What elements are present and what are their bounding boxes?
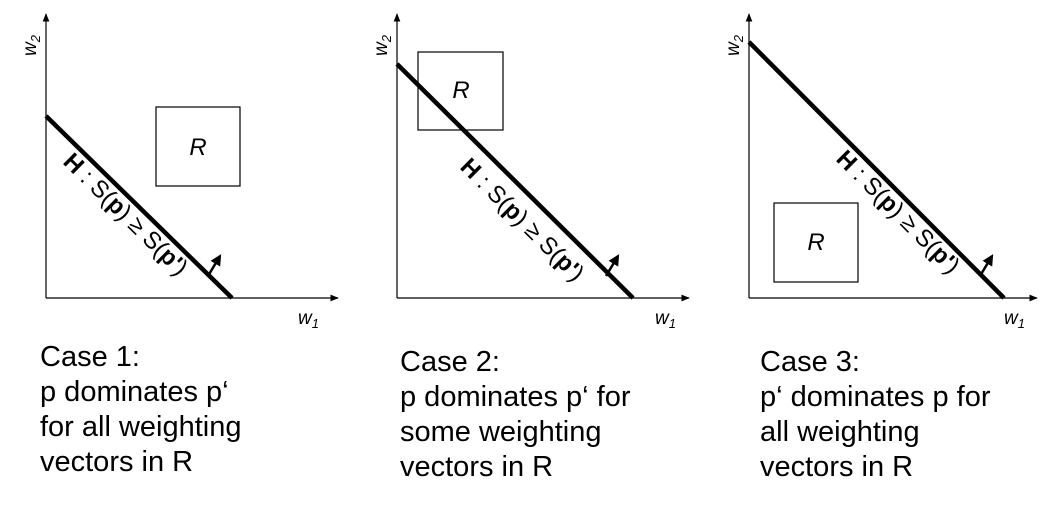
normal-direction-arrow	[206, 254, 222, 277]
region-r-label: R	[189, 134, 206, 161]
y-axis-label-sub: 2	[379, 34, 394, 43]
y-axis-label-base: w	[723, 41, 744, 56]
region-r-label: R	[452, 77, 469, 104]
hyperplane-line	[395, 62, 635, 300]
x-axis-label: w1	[298, 308, 319, 331]
caption-case-2: Case 2: p dominates p‘ for some weightin…	[400, 345, 730, 485]
caption-line: p dominates p‘ for	[400, 381, 631, 413]
x-axis-label: w1	[655, 308, 676, 331]
x-axis-label-base: w	[1004, 308, 1019, 329]
y-axis-label-sub: 2	[28, 34, 43, 43]
x-axis-label: w1	[1004, 308, 1025, 331]
y-axis-label: w2	[20, 34, 43, 56]
caption-case-1: Case 1: p dominates p‘ for all weighting…	[40, 340, 370, 480]
caption-line: vectors in R	[760, 451, 914, 483]
hyperplane-line	[44, 114, 234, 300]
caption-line: Case 3:	[760, 346, 860, 378]
normal-direction-arrow	[978, 254, 994, 277]
region-r-box	[773, 202, 859, 283]
caption-line: vectors in R	[40, 446, 194, 478]
panel-case-3: w2 w1 R H : S(p) ≥ S(p')	[723, 13, 1038, 331]
x-axis-label-sub: 1	[1018, 316, 1025, 331]
y-axis-label: w2	[371, 34, 394, 56]
caption-line: p‘ dominates p for	[760, 381, 991, 413]
caption-case-3: Case 3: p‘ dominates p for all weighting…	[760, 345, 1052, 485]
y-axis-label-base: w	[371, 41, 392, 56]
x-axis-label-sub: 1	[669, 316, 676, 331]
caption-line: some weighting	[400, 416, 602, 448]
caption-line: p dominates p‘	[40, 376, 229, 408]
normal-direction-arrow	[604, 254, 620, 277]
panel-case-2: w2 w1 R H : S(p) ≥ S(p')	[371, 13, 690, 331]
caption-line: Case 2:	[400, 346, 500, 378]
x-axis-label-base: w	[298, 308, 313, 329]
caption-line: Case 1:	[40, 341, 140, 373]
hyperplane-label: H : S(p) ≥ S(p')	[831, 145, 965, 279]
y-axis-label-base: w	[20, 41, 41, 56]
x-axis-label-base: w	[655, 308, 670, 329]
hyperplane-label: H : S(p) ≥ S(p')	[455, 153, 590, 287]
x-axis-label-sub: 1	[312, 316, 319, 331]
region-r-label: R	[807, 229, 824, 256]
panel-case-1: w2 w1 R H : S(p) ≥ S(p')	[20, 13, 339, 331]
region-r-box	[155, 106, 241, 187]
caption-line: all weighting	[760, 416, 920, 448]
y-axis-label-sub: 2	[731, 34, 746, 43]
y-axis-label: w2	[723, 34, 746, 56]
caption-line: for all weighting	[40, 411, 242, 443]
hyperplane-label: H : S(p) ≥ S(p')	[58, 148, 193, 281]
hyperplane-line	[747, 40, 1006, 300]
caption-line: vectors in R	[400, 451, 554, 483]
